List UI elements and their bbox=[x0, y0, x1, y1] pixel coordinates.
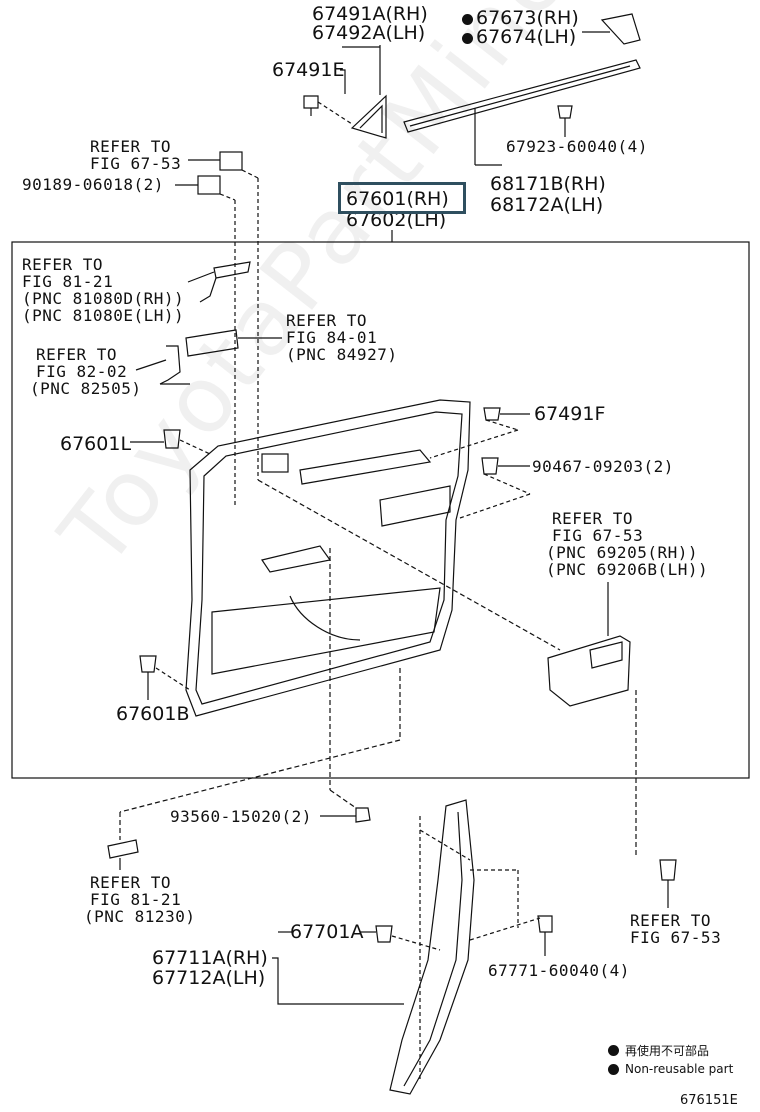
label-67602[interactable]: 67602(LH) bbox=[346, 209, 447, 231]
clip-refer-6753 bbox=[219, 151, 243, 171]
armrest-switch-base bbox=[379, 485, 451, 527]
nonreusable-dot-icon bbox=[608, 1045, 619, 1056]
label-refer-8401-2[interactable]: FIG 84-01 bbox=[286, 328, 378, 347]
clip-67601B bbox=[139, 655, 157, 673]
inner-handle bbox=[261, 545, 332, 573]
legend-jp: 再使用不可部品 bbox=[625, 1044, 710, 1058]
label-refer-6753-c2[interactable]: FIG 67-53 bbox=[630, 928, 722, 947]
highlight-67601 bbox=[338, 182, 466, 214]
label-67491A[interactable]: 67491A(RH) bbox=[312, 3, 428, 25]
clip-67771 bbox=[537, 915, 553, 933]
door-trim-board bbox=[185, 399, 471, 717]
label-67711A[interactable]: 67711A(RH) bbox=[152, 947, 268, 969]
label-68171B[interactable]: 68171B(RH) bbox=[490, 173, 606, 195]
label-refer-8401-3[interactable]: (PNC 84927) bbox=[286, 345, 398, 364]
label-refer-6753-a2[interactable]: FIG 67-53 bbox=[90, 154, 182, 173]
scuff-plate-67711A bbox=[389, 799, 475, 1095]
label-refer-8202-2[interactable]: FIG 82-02 bbox=[36, 362, 128, 381]
clip-67491E bbox=[303, 95, 319, 109]
label-refer-8121b-3[interactable]: (PNC 81230) bbox=[84, 907, 196, 926]
label-67601[interactable]: 67601(RH) bbox=[346, 188, 449, 210]
clip-90467 bbox=[481, 457, 499, 475]
label-67771[interactable]: 67771-60040(4) bbox=[488, 961, 630, 980]
harness-81080 bbox=[213, 261, 251, 279]
label-refer-8121-1[interactable]: REFER TO bbox=[22, 255, 104, 274]
connector-81230 bbox=[107, 839, 139, 859]
label-refer-8202-1[interactable]: REFER TO bbox=[36, 345, 118, 364]
label-refer-6753-b4[interactable]: (PNC 69206B(LH)) bbox=[546, 560, 709, 579]
screw-93560 bbox=[355, 807, 371, 823]
label-67673[interactable]: 67673(RH) bbox=[476, 7, 579, 29]
nonreusable-dot-67674 bbox=[462, 33, 473, 44]
bracket-67673 bbox=[600, 13, 641, 45]
clip-67701A bbox=[375, 925, 393, 943]
label-refer-8121-2[interactable]: FIG 81-21 bbox=[22, 272, 114, 291]
figure-code: 676151E bbox=[680, 1093, 738, 1108]
label-refer-8401-1[interactable]: REFER TO bbox=[286, 311, 368, 330]
label-refer-8202-3[interactable]: (PNC 82505) bbox=[30, 379, 142, 398]
label-refer-8121b-2[interactable]: FIG 81-21 bbox=[90, 890, 182, 909]
label-67923[interactable]: 67923-60040(4) bbox=[506, 137, 648, 156]
label-67491F[interactable]: 67491F bbox=[534, 403, 606, 425]
nonreusable-dot-icon bbox=[608, 1063, 619, 1075]
switch-84927 bbox=[185, 329, 239, 357]
label-67712A[interactable]: 67712A(LH) bbox=[152, 967, 266, 989]
label-refer-8121-4[interactable]: (PNC 81080E(LH)) bbox=[22, 306, 185, 325]
legend-en: Non-reusable part bbox=[625, 1062, 734, 1076]
clip-67923 bbox=[557, 105, 573, 119]
clip-90189 bbox=[197, 175, 221, 195]
label-refer-8121-3[interactable]: (PNC 81080D(RH)) bbox=[22, 289, 185, 308]
legend-row-jp: 再使用不可部品 bbox=[608, 1042, 709, 1059]
door-pocket bbox=[211, 587, 441, 675]
label-67674[interactable]: 67674(LH) bbox=[476, 26, 577, 48]
weatherstrip-68171B bbox=[403, 59, 641, 133]
label-67701A[interactable]: 67701A bbox=[290, 921, 364, 943]
label-refer-8121b-1[interactable]: REFER TO bbox=[90, 873, 172, 892]
label-67601L[interactable]: 67601L bbox=[60, 433, 132, 455]
assembly-frame bbox=[11, 241, 750, 779]
label-68172A[interactable]: 68172A(LH) bbox=[490, 194, 604, 216]
leader-67491E bbox=[340, 69, 346, 94]
legend-row-en: Non-reusable part bbox=[608, 1062, 733, 1076]
label-refer-6753-a1[interactable]: REFER TO bbox=[90, 137, 172, 156]
label-67491E[interactable]: 67491E bbox=[272, 59, 345, 81]
label-refer-6753-c1[interactable]: REFER TO bbox=[630, 911, 712, 930]
label-67492A[interactable]: 67492A(LH) bbox=[312, 22, 426, 44]
nonreusable-dot-67673 bbox=[462, 14, 473, 25]
label-refer-6753-b2[interactable]: FIG 67-53 bbox=[552, 526, 644, 545]
label-67601B[interactable]: 67601B bbox=[116, 703, 190, 725]
label-90189[interactable]: 90189-06018(2) bbox=[22, 175, 164, 194]
clip-67601L bbox=[163, 429, 181, 449]
screw-refer-6753 bbox=[659, 859, 677, 881]
trim-67491A bbox=[350, 94, 387, 139]
clip-67491F bbox=[483, 407, 501, 421]
harness-82505 bbox=[159, 345, 181, 385]
label-refer-6753-b3[interactable]: (PNC 69205(RH)) bbox=[546, 543, 698, 562]
label-refer-6753-b1[interactable]: REFER TO bbox=[552, 509, 634, 528]
switch-base-69205 bbox=[547, 635, 631, 707]
label-90467[interactable]: 90467-09203(2) bbox=[532, 457, 674, 476]
label-93560[interactable]: 93560-15020(2) bbox=[170, 807, 312, 826]
